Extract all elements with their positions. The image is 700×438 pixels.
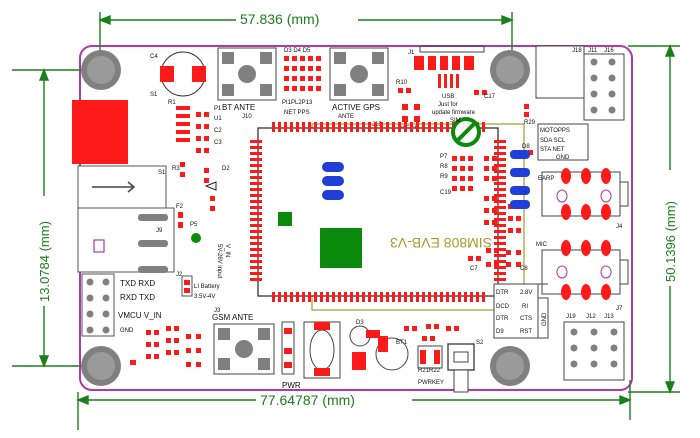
svg-text:BT ANTE: BT ANTE — [222, 103, 255, 112]
dimension-right-label: 50.1396 (mm) — [663, 201, 678, 282]
svg-text:U1: U1 — [214, 116, 222, 122]
svg-text:BT1: BT1 — [396, 340, 408, 346]
dimension-left-label: 13.0784 (mm) — [37, 221, 52, 302]
svg-text:J2: J2 — [176, 272, 183, 278]
svg-text:J19: J19 — [566, 314, 576, 320]
svg-text:5V-26V input: 5V-26V input — [216, 244, 222, 279]
svg-text:P5: P5 — [190, 222, 198, 228]
svg-text:C2: C2 — [214, 128, 222, 134]
svg-text:S1: S1 — [150, 92, 158, 98]
power-jack-pad — [72, 100, 128, 164]
svg-text:CTS: CTS — [520, 316, 532, 322]
svg-text:MIC: MIC — [536, 242, 548, 248]
svg-text:J18: J18 — [572, 48, 582, 54]
sim808-module — [257, 127, 499, 297]
mounting-holes — [81, 50, 530, 386]
svg-text:USB: USB — [442, 94, 454, 100]
mic-jack — [541, 240, 629, 300]
svg-text:PWR: PWR — [282, 381, 301, 390]
svg-text:C17: C17 — [484, 94, 496, 100]
svg-text:PWRKEY: PWRKEY — [418, 380, 444, 386]
svg-text:RST: RST — [520, 329, 532, 335]
svg-text:S2: S2 — [476, 340, 484, 346]
svg-text:GND: GND — [120, 328, 134, 334]
module-pads — [250, 122, 506, 302]
svg-text:J3: J3 — [214, 308, 221, 314]
svg-text:J13: J13 — [604, 314, 614, 320]
svg-text:C19: C19 — [440, 190, 452, 196]
header-bottom-left — [81, 273, 115, 337]
svg-text:D2: D2 — [222, 166, 230, 172]
svg-text:update firmware: update firmware — [432, 110, 476, 116]
svg-text:J1: J1 — [408, 50, 415, 56]
svg-text:C4: C4 — [150, 54, 158, 60]
svg-text:MOTOPPS: MOTOPPS — [540, 128, 570, 134]
svg-text:RXD TXD: RXD TXD — [120, 293, 155, 302]
svg-text:VMCU V_IN: VMCU V_IN — [118, 311, 162, 320]
svg-text:DCD: DCD — [496, 304, 510, 310]
svg-text:STA NET: STA NET — [540, 147, 565, 153]
svg-text:SDA SCL: SDA SCL — [540, 138, 566, 144]
svg-text:R3: R3 — [172, 166, 180, 172]
svg-text:C7: C7 — [470, 266, 478, 272]
svg-text:RI: RI — [522, 304, 528, 310]
svg-text:D3: D3 — [356, 320, 364, 326]
svg-text:GND: GND — [542, 312, 548, 326]
svg-text:EARP: EARP — [538, 176, 554, 182]
svg-text:R10: R10 — [396, 80, 408, 86]
svg-text:J7: J7 — [616, 306, 623, 312]
svg-text:R29: R29 — [524, 120, 536, 126]
svg-text:2.8V: 2.8V — [520, 290, 532, 296]
svg-text:V_IN: V_IN — [224, 244, 230, 257]
svg-text:D3 D4 D5: D3 D4 D5 — [284, 48, 311, 54]
svg-text:J11: J11 — [588, 48, 598, 54]
svg-text:S1: S1 — [158, 170, 166, 176]
svg-text:ANTE: ANTE — [338, 114, 354, 120]
svg-text:DTR: DTR — [496, 316, 509, 322]
svg-text:J4: J4 — [616, 224, 623, 230]
earp-jack — [541, 168, 629, 220]
svg-text:GND: GND — [556, 155, 570, 161]
svg-text:P1: P1 — [214, 106, 222, 112]
svg-text:J10: J10 — [242, 114, 252, 120]
svg-text:Just for: Just for — [438, 102, 458, 108]
svg-text:J16: J16 — [604, 48, 614, 54]
svg-text:R8: R8 — [440, 164, 448, 170]
sim-holder-icon — [451, 117, 481, 147]
svg-text:R1: R1 — [168, 100, 176, 106]
svg-text:D8: D8 — [522, 144, 530, 150]
svg-text:PI1PL2P13: PI1PL2P13 — [282, 100, 313, 106]
pwrkey-switch — [417, 343, 475, 393]
svg-text:D9: D9 — [496, 329, 504, 335]
svg-text:R21R22: R21R22 — [418, 368, 441, 374]
svg-text:GSM ANTE: GSM ANTE — [212, 313, 253, 322]
svg-text:ACTIVE GPS: ACTIVE GPS — [332, 103, 380, 112]
sim808-label: SIM808 EVB-V3 — [390, 235, 492, 251]
svg-text:R9: R9 — [440, 174, 448, 180]
dimension-top-label: 57.836 (mm) — [240, 11, 319, 27]
svg-text:J9: J9 — [156, 228, 163, 234]
dimension-bottom-label: 77.64787 (mm) — [260, 392, 355, 408]
svg-text:LI Battery: LI Battery — [194, 284, 220, 290]
svg-text:SIM: SIM — [450, 118, 461, 124]
svg-text:TXD RXD: TXD RXD — [120, 279, 155, 288]
svg-text:NET PPS: NET PPS — [284, 110, 310, 116]
svg-text:C8: C8 — [520, 266, 528, 272]
svg-text:DTR: DTR — [496, 290, 509, 296]
smd-pads-left — [176, 106, 215, 228]
svg-text:3.5V-4V: 3.5V-4V — [194, 294, 215, 300]
svg-text:P7: P7 — [440, 154, 448, 160]
svg-text:F2: F2 — [176, 204, 184, 210]
svg-text:J12: J12 — [586, 314, 596, 320]
svg-text:J15: J15 — [372, 122, 382, 128]
svg-text:C3: C3 — [214, 140, 222, 146]
